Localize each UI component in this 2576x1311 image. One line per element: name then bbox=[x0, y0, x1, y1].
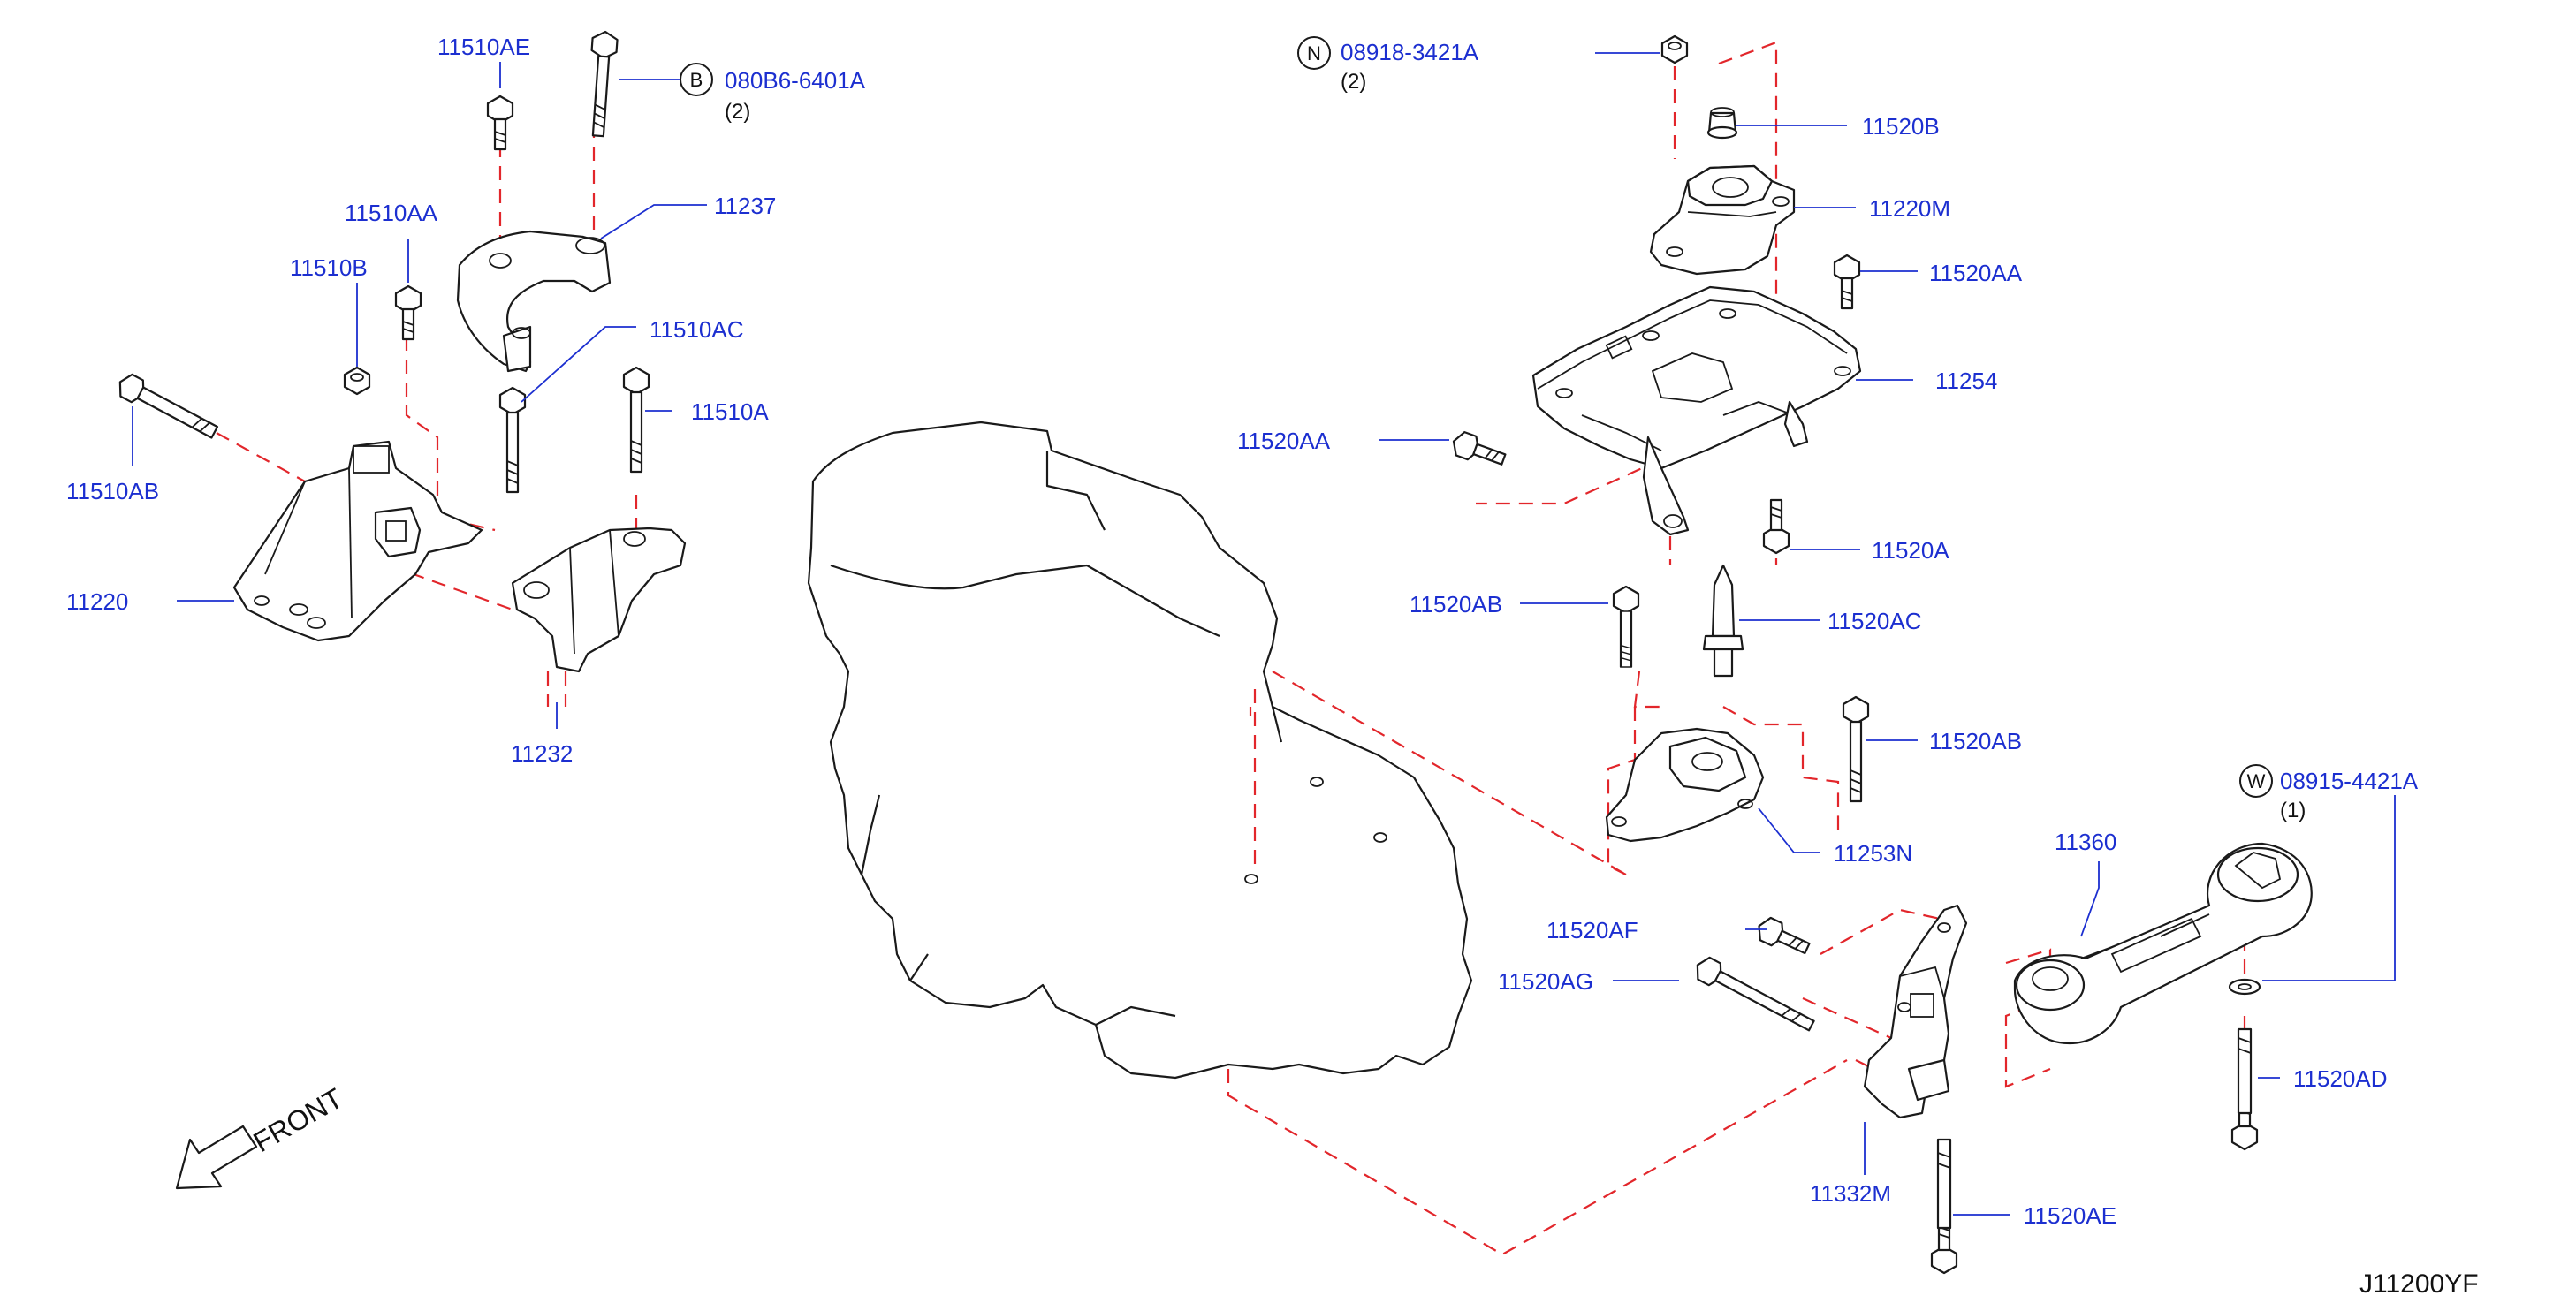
label-11510AA[interactable]: 11510AA bbox=[345, 200, 438, 226]
symbol-N-text: N bbox=[1307, 42, 1321, 64]
front-arrow-icon bbox=[175, 1125, 258, 1190]
label-11520AG[interactable]: 11520AG bbox=[1498, 968, 1593, 995]
label-11510A[interactable]: 11510A bbox=[691, 398, 769, 425]
bolt-11520AF bbox=[1752, 913, 1813, 961]
label-11510B[interactable]: 11510B bbox=[290, 254, 368, 281]
leader-lines bbox=[132, 52, 2396, 1216]
label-11232[interactable]: 11232 bbox=[511, 740, 573, 767]
label-11520B[interactable]: 11520B bbox=[1862, 113, 1940, 140]
nut-08918-3421A bbox=[1660, 34, 1689, 64]
bolt-11510AA bbox=[394, 284, 422, 341]
label-11237[interactable]: 11237 bbox=[714, 193, 776, 219]
bolt-11520AA-right bbox=[1833, 254, 1861, 310]
bolt-11510AE bbox=[486, 95, 514, 151]
qty-08915-4421A: (1) bbox=[2280, 799, 2306, 822]
bracket-11253N bbox=[1605, 727, 1765, 843]
diagram-code: J11200YF bbox=[2359, 1269, 2479, 1299]
label-08915-4421A[interactable]: 08915-4421A bbox=[2280, 768, 2419, 794]
bolt-11510A bbox=[622, 366, 650, 474]
label-11360[interactable]: 11360 bbox=[2055, 829, 2116, 855]
bracket-11232 bbox=[511, 527, 687, 673]
bolt-11520AE bbox=[1930, 1138, 1958, 1275]
washer-08915-4421A bbox=[2228, 978, 2261, 996]
stud-11520AC bbox=[1702, 564, 1744, 678]
label-11520AA-right[interactable]: 11520AA bbox=[1929, 260, 2023, 286]
label-11510AC[interactable]: 11510AC bbox=[650, 316, 744, 343]
nut-11510B bbox=[343, 366, 371, 396]
bolt-11520AA-left bbox=[1448, 428, 1509, 473]
torque-rod-11360 bbox=[2013, 842, 2313, 1045]
label-11520AF[interactable]: 11520AF bbox=[1546, 917, 1638, 943]
front-label: FRONT bbox=[248, 1082, 348, 1158]
label-080B6-6401A[interactable]: 080B6-6401A bbox=[725, 67, 866, 94]
collar-11520B bbox=[1706, 107, 1738, 140]
label-11520AB-right[interactable]: 11520AB bbox=[1929, 728, 2022, 754]
bracket-11237 bbox=[456, 230, 612, 373]
symbol-B-circle: B bbox=[680, 63, 713, 96]
label-11520AC[interactable]: 11520AC bbox=[1828, 608, 1922, 634]
label-11520AE[interactable]: 11520AE bbox=[2024, 1202, 2116, 1229]
symbol-W-circle: W bbox=[2239, 764, 2273, 798]
bracket-11332M bbox=[1863, 904, 1968, 1119]
bolt-11520AB-left bbox=[1612, 585, 1640, 669]
qty-080B6-6401A: (2) bbox=[725, 100, 750, 124]
bolt-11520AD bbox=[2230, 1027, 2259, 1151]
qty-08918-3421A: (2) bbox=[1341, 70, 1366, 94]
label-11254[interactable]: 11254 bbox=[1935, 368, 1997, 394]
label-08918-3421A[interactable]: 08918-3421A bbox=[1341, 39, 1479, 65]
bolt-11510AB bbox=[118, 373, 219, 439]
bracket-11254 bbox=[1531, 285, 1862, 536]
label-11520AA-left[interactable]: 11520AA bbox=[1237, 428, 1331, 454]
bolt-11520AB-right bbox=[1842, 695, 1870, 803]
front-direction-indicator: FRONT bbox=[175, 1082, 348, 1190]
symbol-B-text: B bbox=[690, 69, 703, 91]
bolt-11510AC bbox=[498, 386, 527, 494]
engine-mount-11220M bbox=[1649, 164, 1796, 276]
engine-block-outline bbox=[807, 421, 1473, 1080]
bolt-080B6-6401A bbox=[590, 30, 619, 138]
label-11220[interactable]: 11220 bbox=[66, 588, 128, 615]
engine-mount-11220 bbox=[232, 440, 483, 642]
label-11332M[interactable]: 11332M bbox=[1810, 1180, 1891, 1207]
bolt-11520AG bbox=[1696, 956, 1815, 1032]
label-11510AE[interactable]: 11510AE bbox=[437, 34, 530, 60]
symbol-N-circle: N bbox=[1297, 36, 1331, 70]
label-11220M[interactable]: 11220M bbox=[1869, 195, 1950, 222]
label-11520AD[interactable]: 11520AD bbox=[2293, 1065, 2388, 1092]
label-11510AB[interactable]: 11510AB bbox=[66, 478, 159, 504]
symbol-W-text: W bbox=[2247, 770, 2266, 792]
label-11253N[interactable]: 11253N bbox=[1834, 840, 1912, 867]
part-labels: 11510AE 080B6-6401A (2) 11237 11510AA 11… bbox=[66, 34, 2419, 1229]
label-11520A[interactable]: 11520A bbox=[1872, 537, 1949, 564]
bolt-11520A bbox=[1762, 498, 1790, 555]
label-11520AB-left[interactable]: 11520AB bbox=[1410, 591, 1502, 618]
